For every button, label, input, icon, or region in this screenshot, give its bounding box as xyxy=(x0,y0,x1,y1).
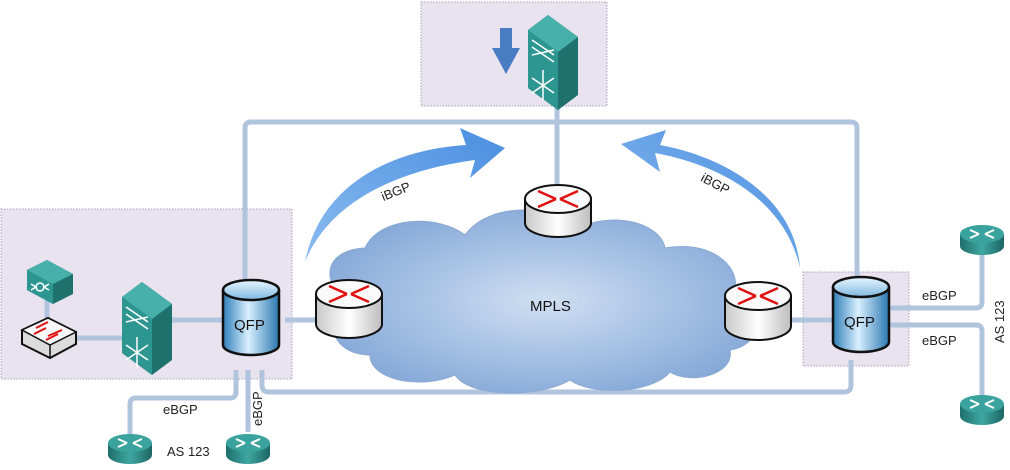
router-arrows-icon xyxy=(328,284,370,304)
service-module xyxy=(27,260,73,304)
qfp-right: QFP xyxy=(831,275,891,354)
p-router-center xyxy=(524,184,592,238)
right-ebgp-top-label: eBGP xyxy=(922,288,957,303)
module-icon xyxy=(30,282,50,292)
ce-router-left-1 xyxy=(108,434,152,464)
down-arrow-icon xyxy=(492,28,520,74)
ce-router-right-1 xyxy=(960,225,1004,255)
top-multilayer-switch xyxy=(528,15,578,110)
link-bottom-loop xyxy=(259,360,854,395)
right-as-label: AS 123 xyxy=(992,300,1007,343)
ce-router-left-2 xyxy=(226,434,270,464)
router-arrows-icon xyxy=(969,399,995,409)
left-ebgp-label: eBGP xyxy=(163,402,198,417)
ce-router-right-2 xyxy=(960,395,1004,425)
left-multilayer-switch xyxy=(122,282,172,375)
pe-router-right xyxy=(724,281,792,341)
right-ebgp-bottom-label: eBGP xyxy=(922,333,957,348)
link-left-ebgp-1 xyxy=(127,370,239,435)
links xyxy=(44,95,985,435)
ibgp-arrow-left xyxy=(305,128,505,262)
qfp-left: QFP xyxy=(221,278,281,357)
router-arrows-icon xyxy=(537,189,579,209)
qfp-right-label: QFP xyxy=(844,314,875,331)
router-arrows-icon xyxy=(235,438,261,448)
mpls-label: MPLS xyxy=(530,298,571,315)
router-arrows-icon xyxy=(117,438,143,448)
qfp-left-label: QFP xyxy=(234,317,265,334)
access-switch xyxy=(20,316,78,360)
link-right-ebgp-1 xyxy=(890,250,985,311)
switch-arrows-icon xyxy=(33,321,63,341)
link-top-loop xyxy=(242,119,860,290)
pe-router-left xyxy=(315,279,383,339)
left-ebgp-vertical-label: eBGP xyxy=(250,391,265,426)
router-arrows-icon xyxy=(969,229,995,239)
ibgp-arrow-right xyxy=(621,130,800,268)
router-arrows-icon xyxy=(737,286,779,306)
link-right-ebgp-2 xyxy=(890,322,985,395)
left-as-label: AS 123 xyxy=(167,444,210,459)
